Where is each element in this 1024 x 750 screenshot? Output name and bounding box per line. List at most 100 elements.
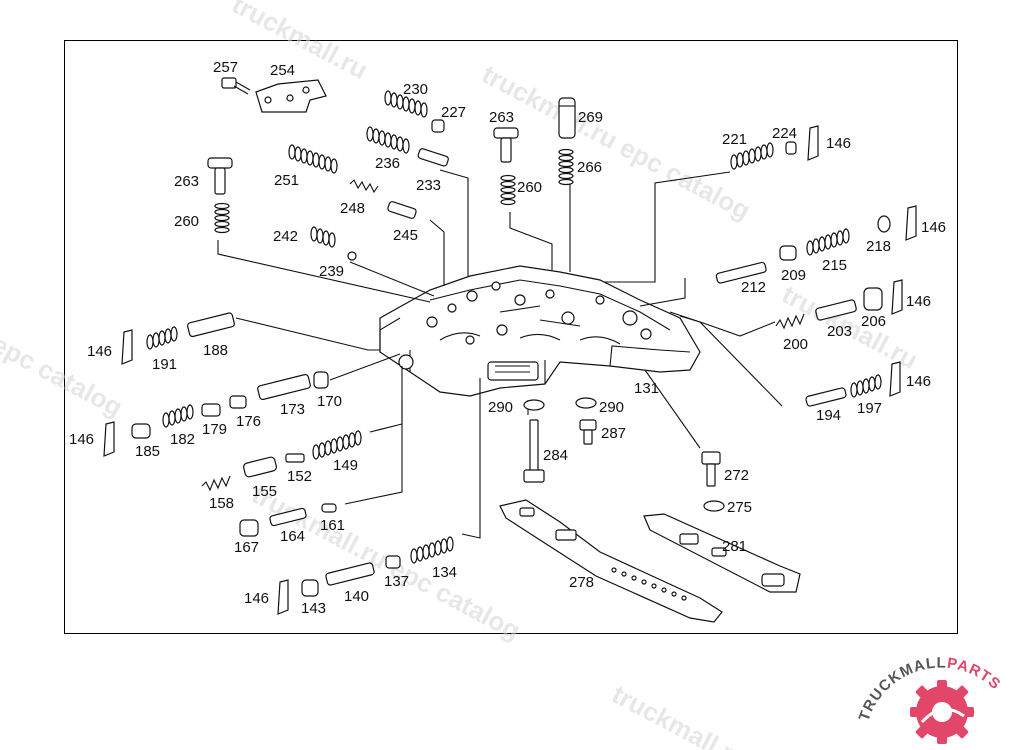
label-167: 167 [234, 539, 259, 556]
label-146-e: 146 [87, 343, 112, 360]
label-131: 131 [634, 380, 659, 397]
part-155-valve [243, 456, 277, 478]
label-158: 158 [209, 495, 234, 512]
part-281-gasket [643, 513, 801, 593]
label-134: 134 [432, 564, 457, 581]
label-194: 194 [816, 407, 841, 424]
part-263-pin-b [207, 157, 233, 195]
gear-icon [910, 680, 974, 744]
part-218-plug [877, 215, 891, 233]
label-197: 197 [857, 400, 882, 417]
label-278: 278 [569, 574, 594, 591]
label-140: 140 [344, 588, 369, 605]
label-275: 275 [727, 499, 752, 516]
part-146-retainer-b [905, 205, 917, 241]
part-221-spring [730, 142, 774, 170]
part-290-washer-b [575, 397, 597, 409]
label-266: 266 [577, 159, 602, 176]
part-269-sleeve [558, 97, 576, 139]
label-146-d: 146 [906, 373, 931, 390]
part-149-spring [312, 430, 362, 460]
part-209-sleeve [779, 245, 797, 261]
part-167-plug [239, 519, 259, 537]
diagram-frame [64, 40, 958, 634]
label-137: 137 [384, 573, 409, 590]
part-227-plug [431, 119, 445, 133]
part-284-bolt [523, 419, 545, 483]
truckmall-logo: TRUCKMALLPARTS [856, 655, 1004, 744]
part-257-screw [221, 77, 251, 95]
label-146-f: 146 [69, 431, 94, 448]
part-248-spring [349, 179, 379, 194]
part-251-spring [288, 144, 338, 174]
part-152-valve [285, 453, 305, 463]
label-179: 179 [202, 421, 227, 438]
label-230: 230 [403, 81, 428, 98]
label-200: 200 [783, 336, 808, 353]
label-155: 155 [252, 483, 277, 500]
part-146-retainer-c [891, 279, 903, 315]
label-254: 254 [270, 62, 295, 79]
label-215: 215 [822, 257, 847, 274]
label-143: 143 [301, 600, 326, 617]
label-173: 173 [280, 401, 305, 418]
label-284: 284 [543, 447, 568, 464]
label-248: 248 [340, 200, 365, 217]
label-170: 170 [317, 393, 342, 410]
label-287: 287 [601, 425, 626, 442]
part-233-valve [417, 148, 449, 167]
label-260-a: 260 [517, 179, 542, 196]
watermark-text-6: truckmall.ru [607, 679, 752, 750]
label-209: 209 [781, 267, 806, 284]
label-272: 272 [724, 467, 749, 484]
callout-labels: 257 254 230 227 263 269 236 266 251 233 … [69, 59, 946, 617]
part-185-plug [131, 423, 151, 439]
part-158-spring [201, 475, 231, 492]
label-188: 188 [203, 342, 228, 359]
watermark-text-2: truckmall.ru epc catalog [477, 59, 755, 226]
label-245: 245 [393, 227, 418, 244]
part-194-valve [805, 387, 847, 407]
part-263-pin-a [493, 127, 519, 163]
label-290-a: 290 [488, 399, 513, 416]
part-143-plug [301, 579, 319, 597]
label-224: 224 [772, 125, 797, 142]
part-197-spring [850, 374, 882, 398]
part-146-retainer-a [807, 125, 819, 161]
part-254-cover-plate [255, 79, 327, 113]
part-176-valve [229, 395, 247, 409]
label-146-b: 146 [921, 219, 946, 236]
part-224-plug [785, 141, 797, 155]
label-263-b: 263 [174, 173, 199, 190]
part-266-spring [558, 148, 574, 186]
part-245-valve [387, 201, 417, 219]
part-260-spring-b [214, 202, 230, 234]
label-263-a: 263 [489, 109, 514, 126]
label-227: 227 [441, 104, 466, 121]
part-137-plug [385, 555, 401, 569]
label-182: 182 [170, 431, 195, 448]
label-260-b: 260 [174, 213, 199, 230]
part-182-spring [162, 404, 194, 428]
part-191-spring [146, 326, 178, 350]
label-191: 191 [152, 356, 177, 373]
part-290-washer-a [523, 399, 545, 411]
part-275-washer [703, 500, 725, 512]
part-206-plug [863, 287, 883, 311]
label-233: 233 [416, 177, 441, 194]
label-164: 164 [280, 528, 305, 545]
watermark-text-1: truckmall.ru [227, 0, 372, 85]
label-218: 218 [866, 238, 891, 255]
leader-lines [217, 150, 783, 539]
part-212-valve [715, 261, 767, 284]
label-203: 203 [827, 323, 852, 340]
part-239-ball [347, 251, 357, 261]
label-242: 242 [273, 228, 298, 245]
part-164-valve [269, 507, 307, 527]
part-260-spring-a [500, 174, 516, 206]
logo-brand-accent: PARTS [946, 655, 1004, 694]
part-203-valve [815, 299, 857, 321]
part-146-retainer-f [103, 421, 115, 457]
part-230-spring [384, 90, 428, 118]
